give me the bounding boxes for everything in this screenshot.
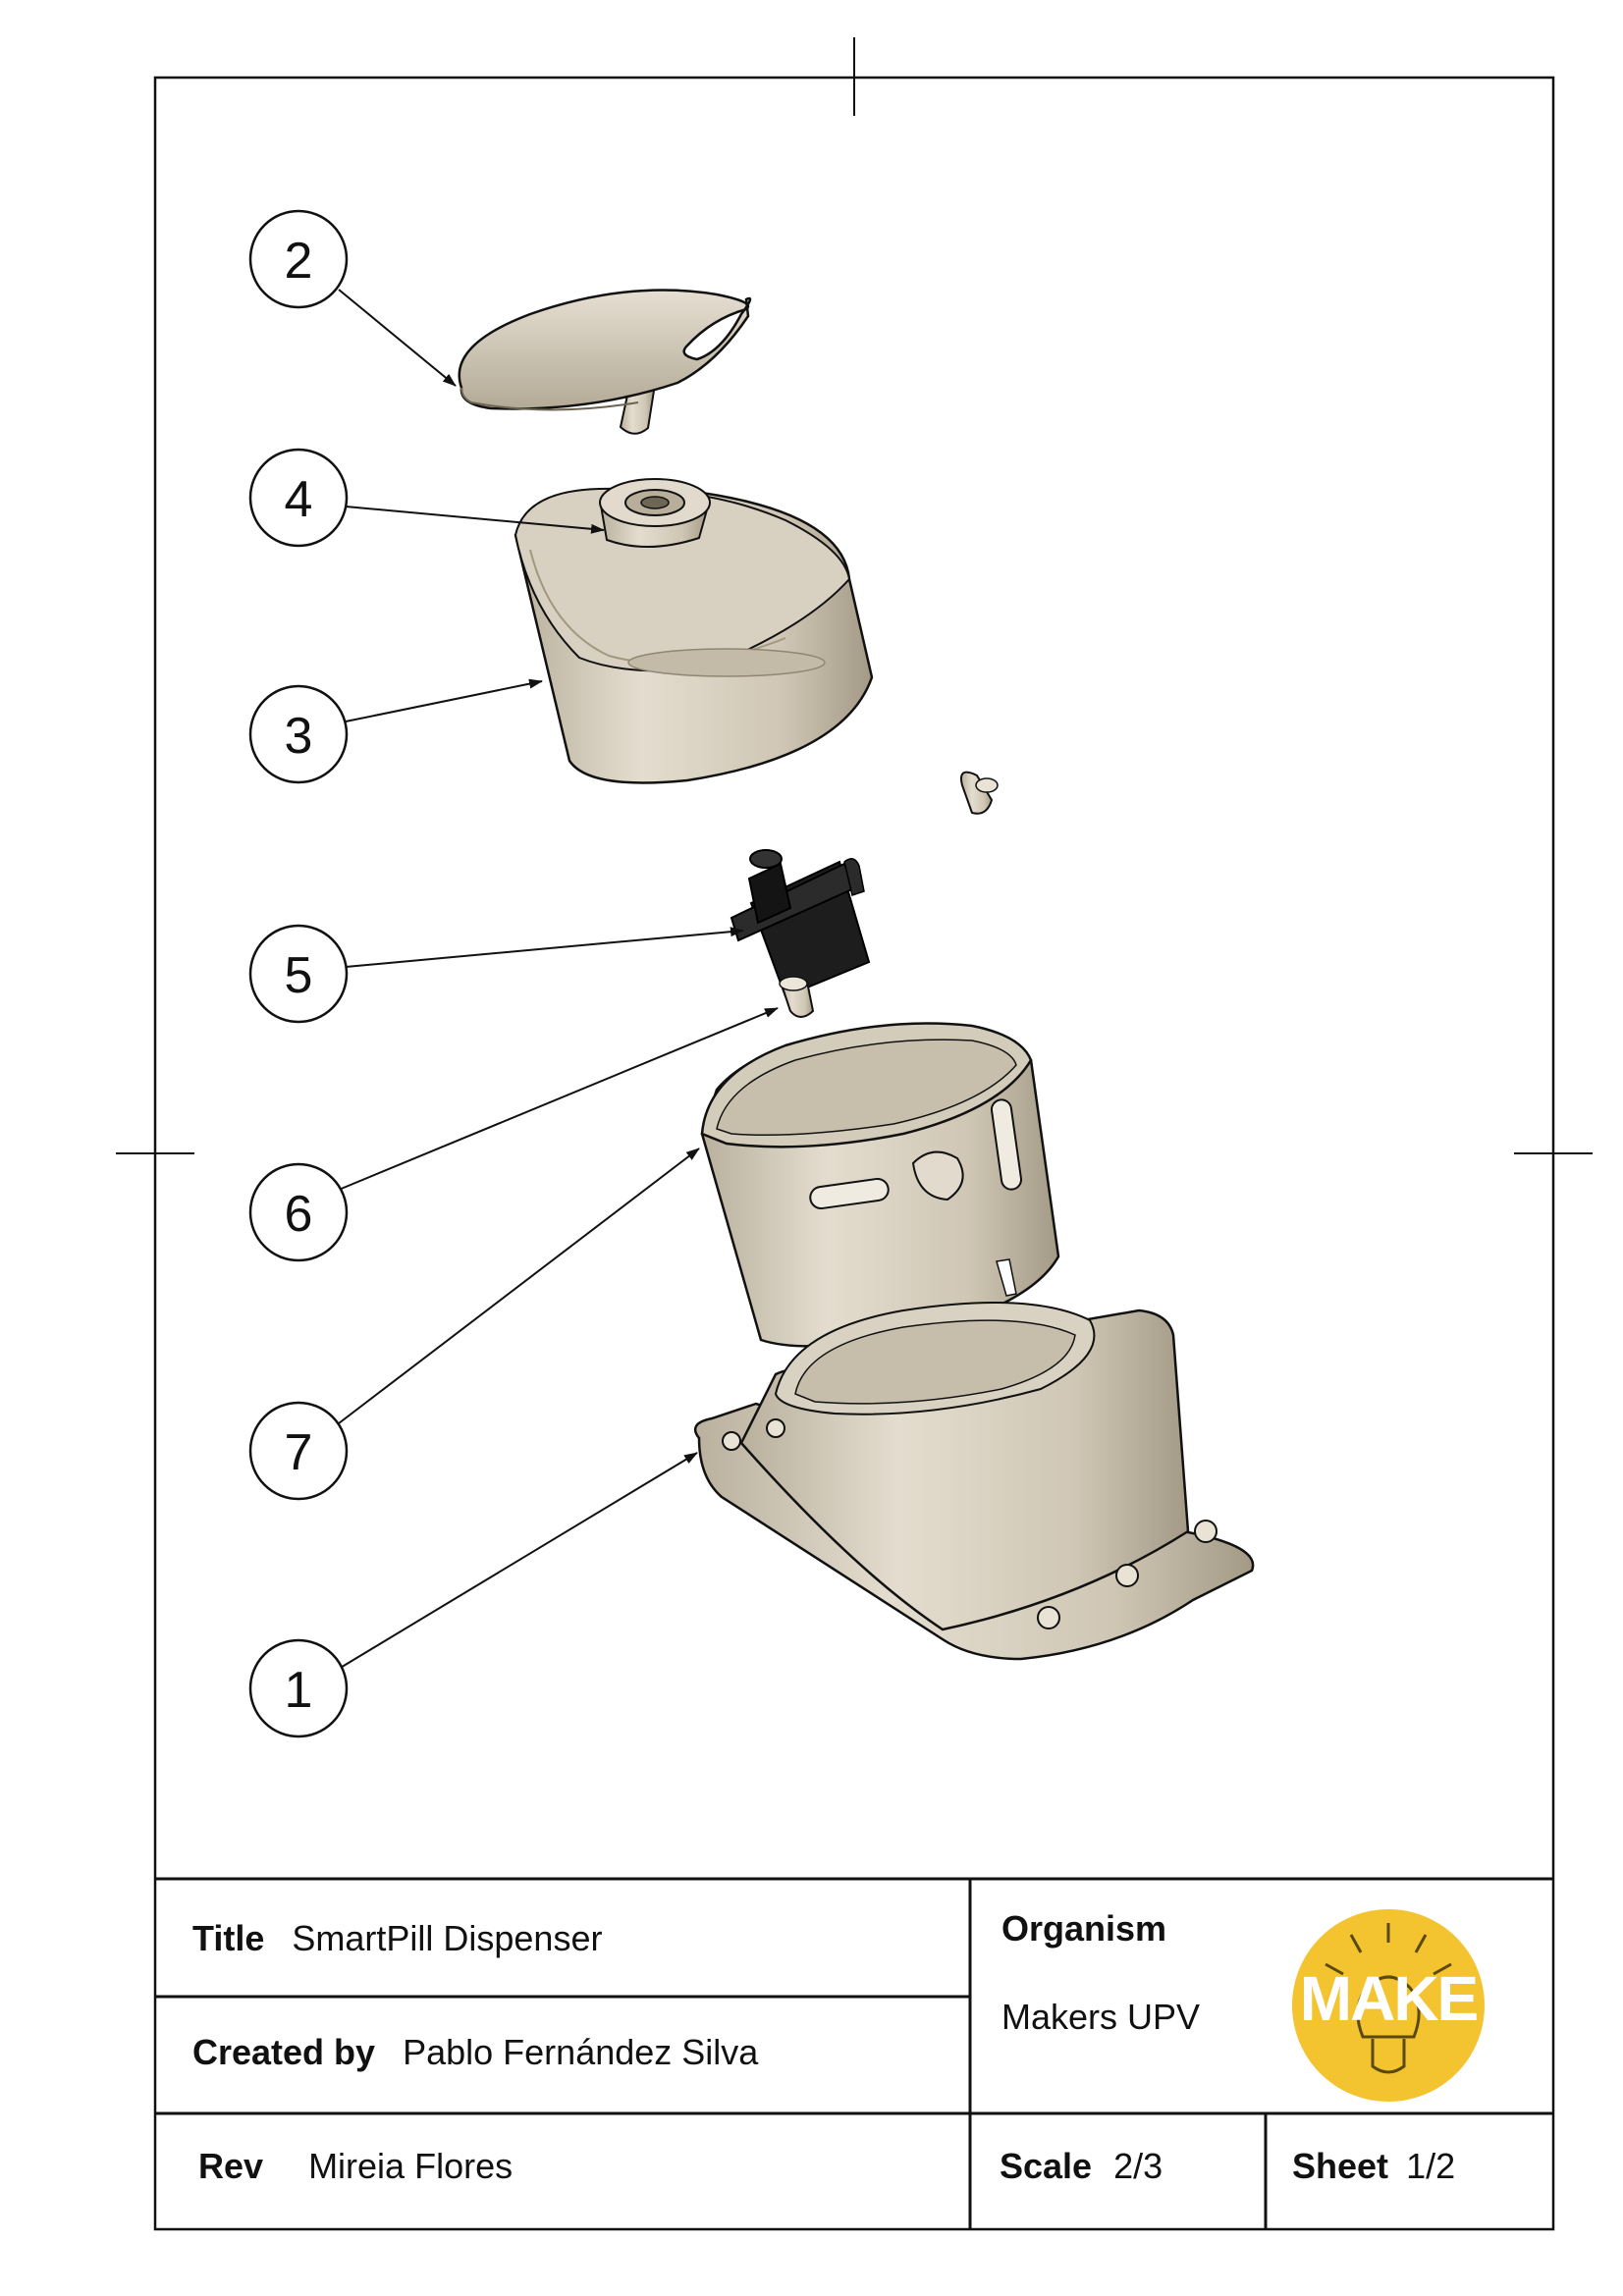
scale-value: 2/3 bbox=[1113, 2146, 1163, 2186]
svg-text:4: 4 bbox=[285, 471, 313, 528]
rev-value: Mireia Flores bbox=[308, 2146, 514, 2186]
svg-text:2: 2 bbox=[285, 233, 313, 290]
sheet-row: Sheet 1/2 bbox=[1292, 2146, 1455, 2187]
rev-label: Rev bbox=[198, 2146, 264, 2186]
callout-2: 2 bbox=[248, 209, 349, 309]
callout-5: 5 bbox=[248, 924, 349, 1024]
leader-lines bbox=[338, 289, 779, 1670]
created-label: Created by bbox=[192, 2032, 376, 2072]
title-row: Title SmartPill Dispenser bbox=[192, 1918, 602, 1959]
callout-4: 4 bbox=[248, 448, 349, 548]
sheet-value: 1/2 bbox=[1406, 2146, 1456, 2186]
svg-text:7: 7 bbox=[285, 1424, 313, 1481]
part-4-bearing bbox=[599, 478, 711, 548]
callout-6: 6 bbox=[248, 1162, 349, 1262]
title-block-grid bbox=[155, 1877, 1553, 2229]
makers-logo: MAKE bbox=[1292, 1909, 1485, 2102]
part-2-lid bbox=[458, 289, 752, 435]
part-7-drum bbox=[700, 1022, 1060, 1348]
title-label: Title bbox=[192, 1918, 265, 1958]
svg-text:1: 1 bbox=[285, 1662, 313, 1719]
organism-value: Makers UPV bbox=[1001, 1997, 1201, 2037]
rev-row: Rev Mireia Flores bbox=[198, 2146, 513, 2187]
callout-7: 7 bbox=[248, 1401, 349, 1501]
created-row: Created by Pablo Fernández Silva bbox=[192, 2032, 758, 2073]
sheet-label: Sheet bbox=[1292, 2146, 1389, 2186]
callout-1: 1 bbox=[248, 1638, 349, 1738]
created-value: Pablo Fernández Silva bbox=[403, 2032, 759, 2072]
callout-3: 3 bbox=[248, 684, 349, 784]
part-6-coupler bbox=[779, 976, 815, 1018]
svg-text:3: 3 bbox=[285, 708, 313, 765]
part-3-hopper bbox=[514, 487, 874, 784]
logo-text: MAKE bbox=[1299, 1963, 1479, 2034]
organism-label: Organism bbox=[1001, 1908, 1167, 1949]
small-plug bbox=[960, 771, 999, 815]
title-value: SmartPill Dispenser bbox=[292, 1918, 603, 1958]
scale-row: Scale 2/3 bbox=[1000, 2146, 1163, 2187]
svg-text:6: 6 bbox=[285, 1186, 313, 1243]
part-5-servo bbox=[730, 849, 871, 998]
part-1-base bbox=[693, 1302, 1255, 1661]
scale-label: Scale bbox=[1000, 2146, 1093, 2186]
svg-text:5: 5 bbox=[285, 947, 313, 1004]
